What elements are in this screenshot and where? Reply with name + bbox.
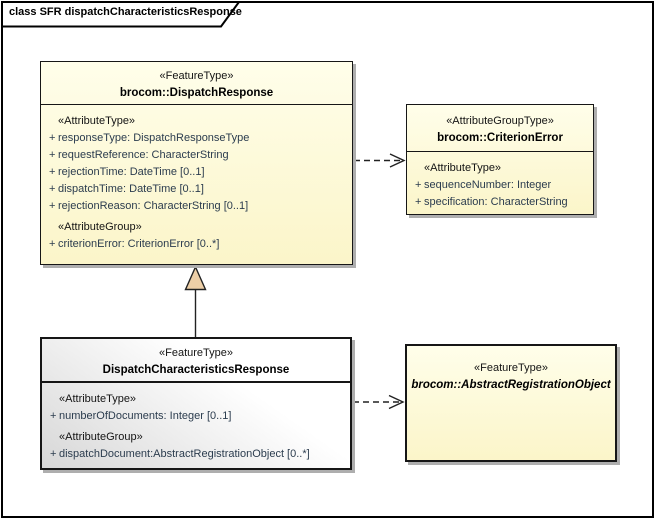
stereotype-heading: «AttributeGroup»	[59, 431, 143, 443]
visibility-marker: +	[49, 183, 56, 195]
class-box-dispatch-characteristics-response[interactable]: «FeatureType» DispatchCharacteristicsRes…	[40, 337, 352, 470]
class-stereotype: «FeatureType»	[159, 70, 234, 82]
class-name: brocom::DispatchResponse	[119, 87, 274, 99]
attribute-text: rejectionReason: CharacterString [0..1]	[58, 200, 249, 212]
class-name: brocom::AbstractRegistrationObject	[411, 379, 611, 391]
class-attributes: «AttributeType»+numberOfDocuments: Integ…	[42, 383, 350, 463]
attribute-row: +sequenceNumber: Integer	[407, 177, 593, 194]
attribute-row: +requestReference: CharacterString	[41, 147, 352, 164]
visibility-marker: +	[50, 410, 57, 422]
attribute-row: +responseType: DispatchResponseType	[41, 130, 352, 147]
class-box-criterion-error[interactable]: «AttributeGroupType» brocom::CriterionEr…	[406, 104, 594, 215]
attribute-text: responseType: DispatchResponseType	[58, 132, 250, 144]
class-box-abstract-registration-object[interactable]: «FeatureType» brocom::AbstractRegistrati…	[405, 344, 617, 462]
class-header: «AttributeGroupType» brocom::CriterionEr…	[407, 105, 593, 152]
frame-title: class SFR dispatchCharacteristicsRespons…	[9, 6, 242, 18]
visibility-marker: +	[49, 132, 56, 144]
class-header: «FeatureType» brocom::DispatchResponse	[41, 62, 352, 105]
attribute-text: requestReference: CharacterString	[58, 149, 229, 161]
class-name: brocom::CriterionError	[437, 132, 563, 144]
visibility-marker: +	[49, 149, 56, 161]
class-stereotype: «FeatureType»	[159, 347, 233, 359]
stereotype-heading: «AttributeGroup»	[58, 221, 142, 233]
class-box-dispatch-response[interactable]: «FeatureType» brocom::DispatchResponse «…	[40, 61, 353, 265]
attribute-row: +rejectionTime: DateTime [0..1]	[41, 164, 352, 181]
attribute-text: specification: CharacterString	[424, 196, 568, 208]
frame-title-tab	[1, 1, 241, 28]
visibility-marker: +	[49, 238, 56, 250]
attribute-text: dispatchDocument:AbstractRegistrationObj…	[59, 448, 310, 460]
attribute-text: sequenceNumber: Integer	[424, 179, 552, 191]
class-stereotype: «AttributeGroupType»	[446, 115, 554, 127]
dependency-arrow-criterion-error[interactable]	[354, 153, 406, 168]
attribute-text: dispatchTime: DateTime [0..1]	[58, 183, 204, 195]
attribute-row: +rejectionReason: CharacterString [0..1]	[41, 198, 352, 215]
visibility-marker: +	[49, 200, 56, 212]
class-header: «FeatureType» brocom::AbstractRegistrati…	[407, 346, 615, 395]
visibility-marker: +	[415, 196, 422, 208]
visibility-marker: +	[50, 448, 57, 460]
attribute-row: +dispatchDocument:AbstractRegistrationOb…	[42, 446, 350, 463]
stereotype-heading: «AttributeType»	[59, 393, 137, 405]
class-stereotype: «FeatureType»	[474, 362, 548, 374]
attribute-text: numberOfDocuments: Integer [0..1]	[59, 410, 232, 422]
attribute-text: rejectionTime: DateTime [0..1]	[58, 166, 205, 178]
attribute-row: +specification: CharacterString	[407, 194, 593, 211]
class-attributes: «AttributeType»+sequenceNumber: Integer+…	[407, 152, 593, 211]
class-attributes: «AttributeType»+responseType: DispatchRe…	[41, 105, 352, 253]
stereotype-heading: «AttributeType»	[58, 115, 136, 127]
visibility-marker: +	[49, 166, 56, 178]
visibility-marker: +	[415, 179, 422, 191]
attribute-row: +numberOfDocuments: Integer [0..1]	[42, 408, 350, 425]
generalization-arrow[interactable]	[184, 265, 207, 337]
dependency-arrow-abstract-registration-object[interactable]	[353, 394, 405, 410]
attribute-row: +dispatchTime: DateTime [0..1]	[41, 181, 352, 198]
attribute-row: +criterionError: CriterionError [0..*]	[41, 236, 352, 253]
stereotype-heading: «AttributeType»	[424, 162, 502, 174]
class-header: «FeatureType» DispatchCharacteristicsRes…	[42, 339, 350, 383]
class-name: DispatchCharacteristicsResponse	[102, 364, 290, 376]
attribute-text: criterionError: CriterionError [0..*]	[58, 238, 220, 250]
